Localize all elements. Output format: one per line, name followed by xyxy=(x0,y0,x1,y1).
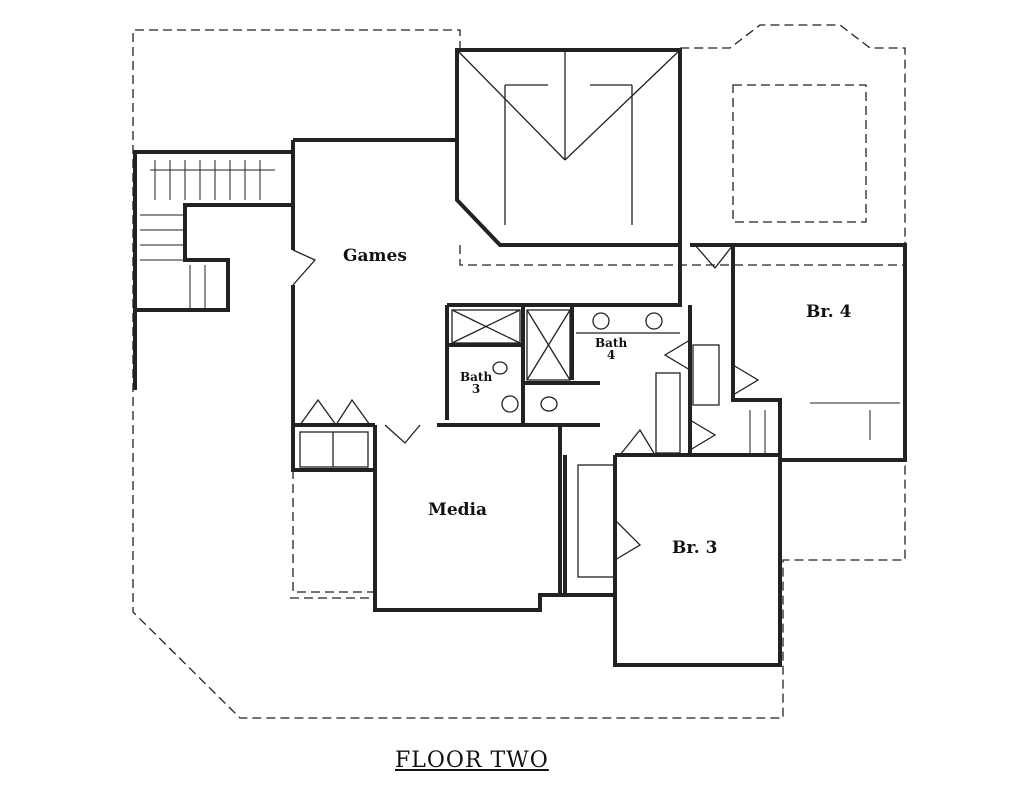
room-label-br4: Br. 4 xyxy=(806,302,852,322)
room-label-bath4: Bath 4 xyxy=(595,337,627,361)
bath4-line2: 4 xyxy=(606,348,616,362)
room-label-br3: Br. 3 xyxy=(672,538,718,558)
walls xyxy=(133,48,907,667)
room-label-games: Games xyxy=(343,246,407,266)
bath4-line1: Bath xyxy=(595,336,628,350)
room-label-bath3: Bath 3 xyxy=(460,371,492,395)
fixtures xyxy=(140,49,900,578)
bath3-line2: 3 xyxy=(471,382,481,396)
plan-title: FLOOR TWO xyxy=(395,748,549,773)
room-label-media: Media xyxy=(428,500,487,520)
roof-outline xyxy=(132,24,906,719)
bath3-line1: Bath xyxy=(460,370,493,384)
